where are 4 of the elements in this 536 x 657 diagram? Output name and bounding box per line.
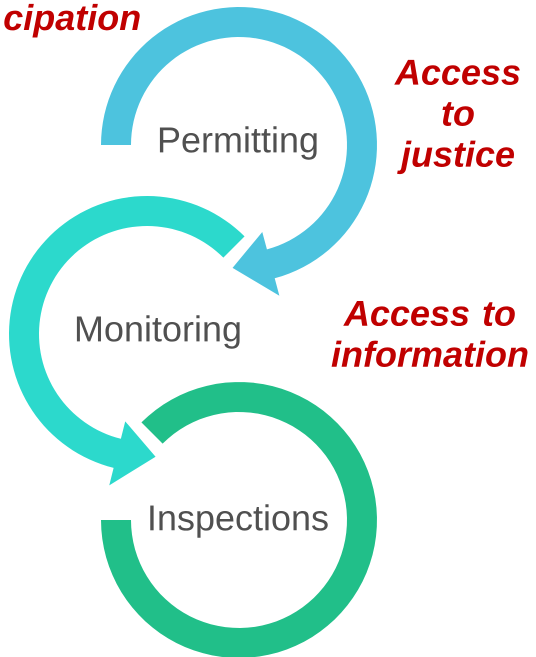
step-ring: Inspections	[101, 382, 377, 657]
annotation-text: cipation	[4, 4, 140, 38]
annotation-text: Access to information	[332, 300, 528, 368]
step-ring: Monitoring	[9, 196, 245, 486]
